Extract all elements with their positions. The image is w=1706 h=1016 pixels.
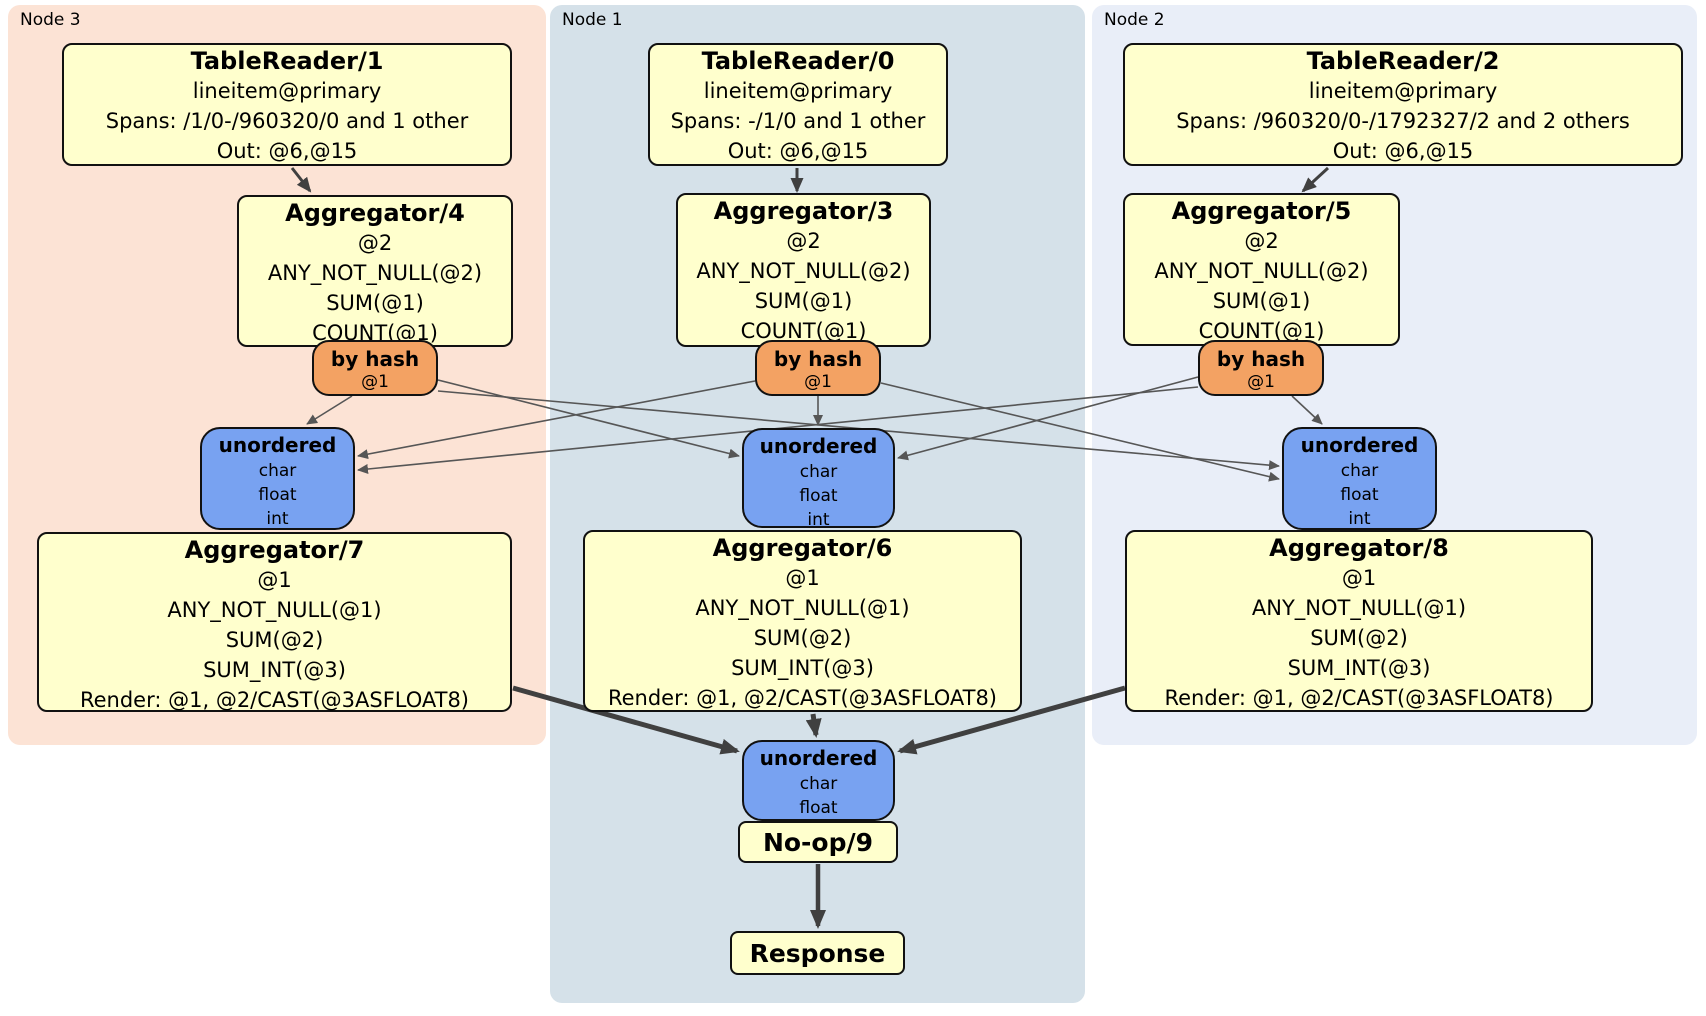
tablereader-0-node: TableReader/0 lineitem@primary Spans: -/… [648,43,948,166]
aggregator-5-node: Aggregator/5 @2 ANY_NOT_NULL(@2) SUM(@1)… [1123,193,1400,346]
node-detail-line: @1 [785,566,820,590]
by-hash-router-node1: by hash @1 [755,340,881,396]
node-title: Aggregator/3 [713,197,894,225]
node-detail-line: SUM(@1) [754,289,853,313]
sync-title: unordered [1300,433,1419,457]
edge-tr2-agg5 [1301,166,1330,193]
node-detail-line: @2 [786,229,821,253]
sync-type: char [799,462,838,482]
node-detail-line: @1 [1341,566,1377,590]
node-detail-line: ANY_NOT_NULL(@2) [1154,259,1369,283]
sync-title: unordered [759,746,878,770]
node-detail-line: Spans: /1/0-/960320/0 and 1 other [105,109,469,133]
sync-type: int [807,510,830,530]
unordered-sync-node2: unordered char float int [1282,427,1437,530]
unordered-sync-node1: unordered char float int [742,428,895,530]
node-detail-line: ANY_NOT_NULL(@2) [267,261,483,285]
node-detail-line: Render: @1, @2/CAST(@3ASFLOAT8) [79,688,470,712]
node-title: TableReader/1 [190,47,384,75]
router-key: @1 [361,372,389,392]
node-detail-line: SUM_INT(@3) [731,656,874,680]
edge-tr1-agg4 [290,167,312,193]
edge-router2-sync1 [897,376,1199,461]
node-title: Aggregator/4 [285,199,465,227]
node-detail-line: lineitem@primary [1308,79,1498,103]
tablereader-1-node: TableReader/1 lineitem@primary Spans: /1… [62,43,512,166]
sync-type: float [1340,485,1379,505]
sync-title: unordered [759,434,878,458]
sync-title: unordered [218,433,337,457]
node-detail-line: ANY_NOT_NULL(@1) [167,598,382,622]
node-detail-line: ANY_NOT_NULL(@2) [696,259,911,283]
sync-type: char [799,774,838,794]
node-detail-line: ANY_NOT_NULL(@1) [1251,596,1467,620]
aggregator-6-node: Aggregator/6 @1 ANY_NOT_NULL(@1) SUM(@2)… [583,530,1022,712]
edge-router2-sync2 [1291,395,1323,425]
node-detail-line: Spans: -/1/0 and 1 other [670,109,926,133]
aggregator-3-node: Aggregator/3 @2 ANY_NOT_NULL(@2) SUM(@1)… [676,193,931,347]
router-key: @1 [1247,372,1275,392]
sync-type: char [258,461,297,481]
edge-router1-sync3 [357,380,756,460]
sync-type: char [1340,461,1379,481]
tablereader-2-node: TableReader/2 lineitem@primary Spans: /9… [1123,43,1683,166]
edge-agg8-finalsync [897,685,1126,755]
node-title: Aggregator/7 [184,536,365,564]
node-detail-line: SUM(@2) [753,626,852,650]
aggregator-4-node: Aggregator/4 @2 ANY_NOT_NULL(@2) SUM(@1)… [237,195,513,347]
sync-type: int [266,509,289,529]
node-title: TableReader/2 [1306,47,1500,75]
node-region-label: Node 2 [1104,10,1165,30]
sync-type: float [799,486,838,506]
edge-router3-sync3 [306,395,353,425]
node-detail-line: Out: @6,@15 [727,139,869,163]
router-title: by hash [773,347,863,371]
node-title: Aggregator/8 [1269,534,1449,562]
node-detail-line: SUM_INT(@3) [1287,656,1431,680]
edge-agg6-finalsync [805,713,822,738]
node-detail-line: @2 [357,231,393,255]
node-title: Response [749,938,886,968]
node-detail-line: Render: @1, @2/CAST(@3ASFLOAT8) [607,686,998,710]
sync-type: int [1348,509,1371,529]
aggregator-7-node: Aggregator/7 @1 ANY_NOT_NULL(@1) SUM(@2)… [37,532,512,712]
node-detail-line: Render: @1, @2/CAST(@3ASFLOAT8) [1164,686,1554,710]
node-detail-line: COUNT(@1) [740,319,867,343]
by-hash-router-node3: by hash @1 [312,340,438,396]
sync-type: float [258,485,297,505]
router-title: by hash [330,347,420,371]
node-title: Aggregator/6 [712,534,893,562]
unordered-sync-node3: unordered char float int [200,427,355,530]
node-detail-line: SUM(@1) [326,291,424,315]
node-detail-line: COUNT(@1) [1198,319,1325,343]
by-hash-router-node2: by hash @1 [1198,340,1324,396]
node-detail-line: SUM(@1) [1212,289,1311,313]
node-detail-line: ANY_NOT_NULL(@1) [695,596,910,620]
response-node: Response [730,931,905,975]
sync-type: float [799,798,838,818]
node-title: TableReader/0 [701,47,895,75]
node-detail-line: lineitem@primary [703,79,893,103]
noop-node: No-op/9 [738,821,898,863]
node-region-label: Node 3 [20,10,81,30]
node-detail-line: SUM(@2) [1310,626,1408,650]
node-detail-line: SUM(@2) [225,628,324,652]
edge-router3-sync1 [437,379,740,459]
node-detail-line: SUM_INT(@3) [203,658,346,682]
node-detail-line: @1 [257,568,292,592]
node-detail-line: Spans: /960320/0-/1792327/2 and 2 others [1176,109,1630,133]
edge-router1-sync2 [880,382,1280,482]
aggregator-8-node: Aggregator/8 @1 ANY_NOT_NULL(@1) SUM(@2)… [1125,530,1593,712]
edge-agg7-finalsync [512,685,740,755]
node-region-label: Node 1 [562,10,623,30]
router-title: by hash [1216,347,1306,371]
node-detail-line: @2 [1244,229,1279,253]
node-title: No-op/9 [762,827,874,857]
router-key: @1 [804,372,832,392]
node-detail-line: lineitem@primary [192,79,382,103]
node-detail-line: Out: @6,@15 [216,139,358,163]
node-title: Aggregator/5 [1171,197,1352,225]
final-unordered-sync: unordered char float [742,740,895,821]
node-detail-line: Out: @6,@15 [1332,139,1474,163]
